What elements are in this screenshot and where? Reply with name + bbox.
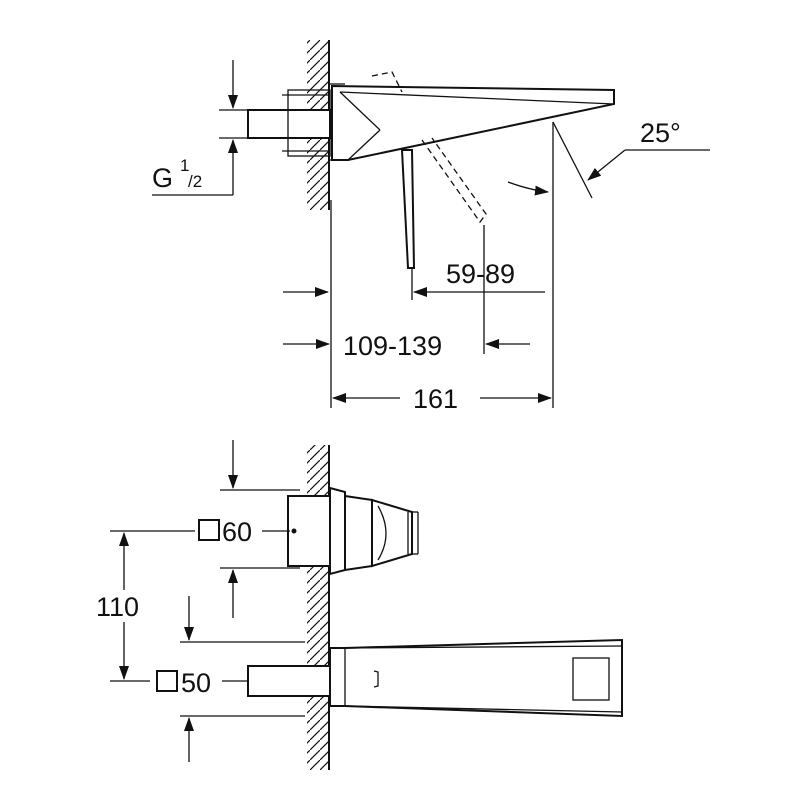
square-50-dimension: 50 <box>156 596 305 762</box>
dim-wall-depth: 109-139 <box>283 200 530 408</box>
thread-label: G <box>152 163 173 193</box>
dim-spout-reach: 59-89 <box>283 259 545 300</box>
dim-total-label: 161 <box>413 384 458 414</box>
thread-sub: /2 <box>188 172 202 191</box>
dim-spout-reach-label: 59-89 <box>446 259 515 289</box>
square-lower-label: 50 <box>181 668 211 698</box>
side-view: G 1 /2 25° 59-89 109-139 <box>152 40 710 414</box>
dim-total: 161 <box>332 384 552 414</box>
lever-rotated-dashed <box>371 71 487 224</box>
dim-spacing: 110 <box>96 530 195 682</box>
dim-spacing-label: 110 <box>96 592 139 622</box>
square-symbol-icon <box>156 670 178 692</box>
lever-front <box>287 486 419 576</box>
wall-section-lower <box>307 445 330 770</box>
front-view: 60 110 50 <box>96 440 623 770</box>
dim-wall-depth-label: 109-139 <box>343 331 442 361</box>
thread-dimension: G 1 /2 <box>152 60 250 196</box>
lever <box>400 149 416 269</box>
spout-side-profile <box>331 84 615 161</box>
square-60-dimension: 60 <box>198 440 300 618</box>
spout-top-view <box>247 638 623 718</box>
angle-label: 25° <box>640 118 681 148</box>
square-upper-label: 60 <box>222 517 252 547</box>
wall-connector <box>247 83 345 161</box>
thread-sup: 1 <box>180 156 189 175</box>
angle-dimension: 25° <box>507 118 710 408</box>
square-symbol-icon <box>198 519 220 541</box>
